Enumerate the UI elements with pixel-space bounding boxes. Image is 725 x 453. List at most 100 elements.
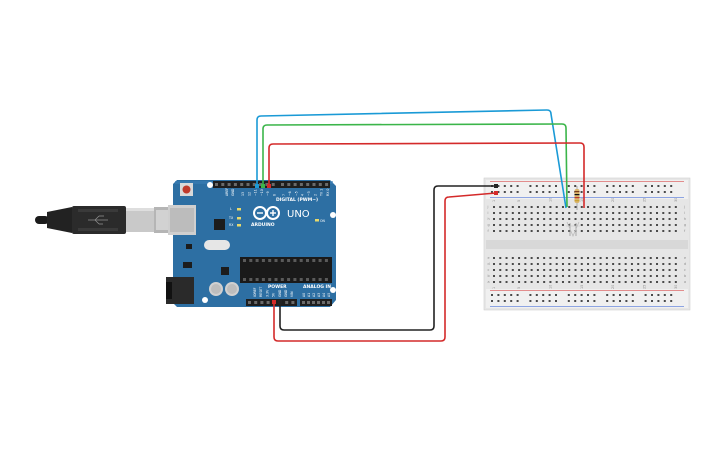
header-pin[interactable] [306,183,310,186]
header-pin[interactable] [307,301,310,304]
mounting-hole [207,182,213,188]
header-pin[interactable] [281,183,284,186]
digital-pin-label: 8 [273,194,277,196]
column-number: 1 [492,287,496,289]
row-letter: c [684,268,686,272]
resistor-icon[interactable] [574,186,580,210]
digital-pin-label: ~3 [307,191,311,196]
regulator-chip [221,267,229,275]
atmega-chip [240,257,332,283]
header-pin[interactable] [240,183,244,186]
header-pin[interactable] [322,301,325,304]
digital-pin-label: 7 [282,194,286,196]
column-number: 30 [674,198,678,202]
brand-label: ARDUINO [251,222,275,228]
analog-pin-label: A3 [317,293,321,297]
power-jack [166,277,194,304]
header-pin[interactable] [302,301,305,304]
header-pin[interactable] [312,183,316,186]
row-letter: i [684,211,685,215]
on-label: ON [320,219,326,223]
analog-pin-label: A1 [307,293,311,297]
header-pin[interactable] [215,183,218,186]
digital-pin-label: 2 [313,194,317,196]
digital-pin-label: ~9 [266,191,270,196]
header-pin[interactable] [265,183,269,186]
arduino-logo [253,206,280,220]
wire-red-power[interactable] [272,191,498,342]
row-letter: a [488,280,490,284]
row-letter: b [684,274,686,278]
wire-blue[interactable] [255,109,567,209]
header-pin[interactable] [221,183,225,186]
arduino-uno-board[interactable]: L TX RX ON ARDUINO UNO DIGITAL (PWM~) 13… [166,180,336,307]
led-icon[interactable] [566,221,580,238]
reset-button[interactable] [180,183,193,196]
header-pin[interactable] [259,183,263,186]
header-pin[interactable] [233,183,237,186]
row-letter: a [684,280,686,284]
header-pin[interactable] [327,301,330,304]
power-pin-label: 5V [272,292,276,297]
row-letter: g [488,223,490,227]
header-pin[interactable] [293,183,297,186]
column-number: 20 [611,285,615,289]
analog-pin-label: A5 [327,293,331,297]
row-letter: d [488,262,490,266]
wire-green[interactable] [261,123,568,208]
gnd-pin-label: GND [231,188,235,196]
mounting-hole [202,297,208,303]
header-pin[interactable] [299,183,303,186]
row-letter: j [683,205,685,209]
rx-label: RX [229,223,234,227]
analog-pin-label: A2 [312,293,316,297]
header-pin[interactable] [318,183,322,186]
row-letter: c [488,268,490,272]
aref-pin-label: AREF [225,188,229,196]
analog-label: ANALOG IN [303,284,331,290]
header-pin[interactable] [248,301,251,304]
digital-header[interactable] [213,181,330,188]
column-number: 5 [517,287,521,289]
header-pin[interactable] [317,301,320,304]
model-label: UNO [287,209,310,220]
tx-label: TX [228,216,234,220]
digital-pin-label: ~11 [254,189,258,196]
row-letter: e [684,256,686,260]
row-letter: b [488,274,490,278]
row-letter: f [488,229,490,233]
header-pin[interactable] [325,183,329,186]
wire-black-gnd[interactable] [278,184,498,331]
header-pin[interactable] [266,301,270,304]
header-pin[interactable] [312,301,315,304]
power-pin-label: IOREF [253,287,257,297]
usb-cable-icon[interactable] [35,206,174,234]
header-pin[interactable] [271,183,275,186]
header-pin[interactable] [285,301,289,304]
header-pin[interactable] [260,301,264,304]
power-header[interactable] [246,299,297,306]
power-label: POWER [268,284,287,290]
digital-pin-label: 13 [241,192,245,196]
header-pin[interactable] [246,183,250,186]
wire-red-signal[interactable] [267,142,585,208]
analog-header[interactable] [300,299,332,306]
header-pin[interactable] [252,183,256,186]
column-number: 25 [642,285,646,289]
l-label: L [230,207,232,211]
digital-pin-label: TX 1 [320,189,324,197]
power-pin-label: GND [278,289,282,297]
header-pin[interactable] [291,301,295,304]
header-pin[interactable] [227,183,231,186]
power-pin-label: 3.3V [265,289,269,297]
header-pin[interactable] [254,301,258,304]
mounting-hole [330,287,336,293]
row-letter: e [488,256,490,260]
digital-pin-label: ~5 [294,191,298,196]
digital-header-label: DIGITAL (PWM~) [276,197,318,203]
header-pin[interactable] [287,183,291,186]
column-number: 10 [548,285,552,289]
crystal-oscillator [204,240,230,250]
